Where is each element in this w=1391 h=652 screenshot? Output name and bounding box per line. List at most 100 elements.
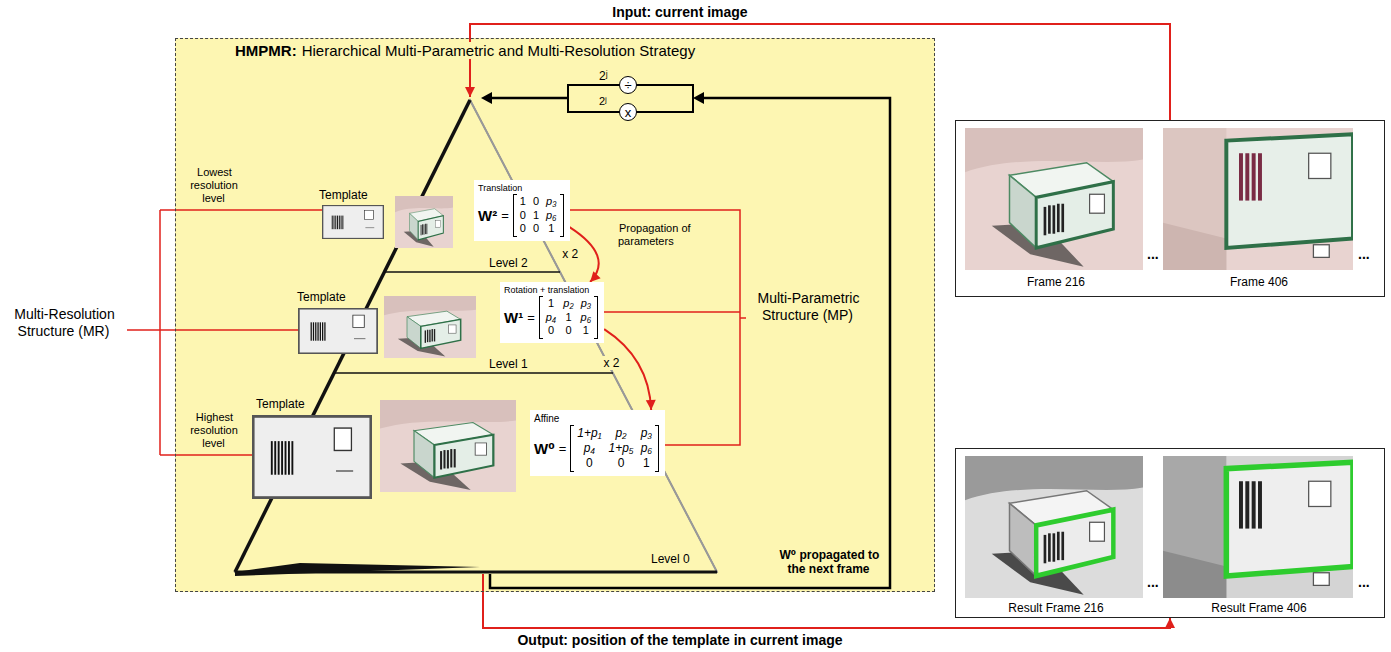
matrix-bracket bbox=[513, 194, 517, 237]
loop-note: W⁰ propagated to the next frame bbox=[779, 548, 880, 576]
mr-bracket bbox=[127, 210, 322, 455]
panel-fill bbox=[955, 120, 1385, 297]
scale-label: x 2 bbox=[602, 356, 620, 370]
level-label: Level 2 bbox=[488, 256, 529, 270]
structure-label: Multi-Parametric Structure (MP) bbox=[757, 290, 860, 323]
matrix-bracket bbox=[655, 425, 659, 472]
level-images bbox=[253, 416, 370, 497]
matrix-row: W² = 10p₃01p₆001 bbox=[478, 194, 564, 237]
matrix-cell: 0 bbox=[533, 222, 539, 236]
matrix-cell: p₂ bbox=[563, 297, 573, 311]
matrix: 1+p₁p₂p₃p₄1+p₅p₆001 bbox=[570, 425, 659, 472]
pyramid bbox=[470, 100, 717, 572]
template-label: Template bbox=[318, 188, 369, 202]
image-panel: Frame 216...Frame 406... bbox=[955, 120, 1385, 297]
matrix-cell: 0 bbox=[608, 456, 633, 471]
image-panel: Result Frame 216...Result Frame 406... bbox=[955, 448, 1385, 618]
connector bbox=[483, 574, 1175, 628]
panel-fill bbox=[955, 448, 1385, 618]
equals-sign: = bbox=[501, 208, 509, 223]
matrix-cell: 1+p₁ bbox=[577, 426, 601, 441]
matrix: 10p₃01p₆001 bbox=[513, 194, 564, 237]
connector-line bbox=[470, 24, 1170, 120]
arrowhead bbox=[646, 400, 656, 410]
level-label: Level 0 bbox=[650, 552, 691, 566]
pyramid bbox=[384, 271, 560, 273]
frame-caption: Result Frame 406 bbox=[1159, 601, 1359, 615]
matrix-box: AffineW⁰=1+p₁p₂p₃p₄1+p₅p₆001 bbox=[530, 410, 665, 476]
matrix-cell: 0 bbox=[577, 456, 601, 471]
connector-line bbox=[483, 574, 1170, 628]
level-label: Level 1 bbox=[488, 357, 529, 371]
scale-label: x 2 bbox=[602, 356, 620, 370]
level-images bbox=[323, 206, 384, 239]
matrix-row: W⁰=1+p₁p₂p₃p₄1+p₅p₆001 bbox=[534, 425, 659, 472]
matrix-cell: p₆ bbox=[581, 311, 592, 325]
feedback-loop bbox=[481, 85, 890, 588]
matrix-cell: 1+p₅ bbox=[608, 441, 633, 456]
matrix-cell: p₄ bbox=[546, 311, 557, 325]
scale-factor: 2ʲ bbox=[598, 69, 609, 83]
matrix-cell: p₆ bbox=[641, 441, 653, 456]
warp-symbol: W¹ bbox=[504, 309, 523, 326]
annotation: Propagation of parameters bbox=[618, 222, 696, 248]
operator-circle: x bbox=[619, 103, 637, 121]
level-note: Highest resolution level bbox=[180, 411, 248, 451]
level-images bbox=[384, 296, 476, 358]
equals-sign: = bbox=[559, 441, 567, 456]
level-images bbox=[299, 309, 377, 353]
level-label: Level 1 bbox=[488, 357, 529, 371]
loop-note: W⁰ propagated to the next frame bbox=[775, 548, 883, 577]
template-label: Template bbox=[318, 188, 369, 202]
template-label: Template bbox=[296, 290, 347, 304]
scale-factor: 2ʲ bbox=[598, 95, 608, 107]
template-label: Template bbox=[255, 397, 306, 411]
matrix-grid: 1+p₁p₂p₃p₄1+p₅p₆001 bbox=[574, 425, 655, 472]
mp-bracket bbox=[740, 317, 746, 319]
equals-sign: = bbox=[527, 310, 535, 325]
region-title-text: HMPMR: bbox=[235, 42, 297, 59]
arrowhead bbox=[590, 271, 600, 282]
matrix-cell: 0 bbox=[546, 324, 557, 338]
scale-label: x 2 bbox=[561, 247, 579, 261]
structure-label: Multi-Parametric Structure (MP) bbox=[748, 290, 868, 324]
operator-symbol: ÷ bbox=[624, 79, 631, 92]
warp-symbol: W² bbox=[478, 207, 497, 224]
annotation: Propagation of parameters bbox=[618, 222, 691, 247]
matrix-cell: 0 bbox=[520, 222, 526, 236]
matrix-cell: p₃ bbox=[581, 297, 592, 311]
frame-images bbox=[965, 128, 1353, 598]
arrowhead bbox=[1165, 618, 1175, 628]
matrix-bracket bbox=[594, 296, 598, 339]
matrix-name: Rotation + translation bbox=[504, 285, 598, 296]
matrix-cell: 0 bbox=[520, 209, 526, 223]
scale-label: x 2 bbox=[561, 247, 579, 261]
level-images bbox=[380, 400, 516, 492]
region-fill bbox=[175, 38, 935, 592]
ellipsis: ... bbox=[1358, 574, 1370, 591]
template-label: Template bbox=[255, 397, 306, 411]
matrix-cell: p₄ bbox=[577, 441, 601, 456]
ellipsis: ... bbox=[1147, 574, 1159, 591]
frame-images bbox=[1163, 128, 1353, 270]
mr-bracket bbox=[160, 454, 252, 456]
matrix-cell: p₃ bbox=[641, 426, 653, 441]
feedback-loop bbox=[491, 97, 568, 100]
ellipsis: ... bbox=[1358, 246, 1370, 263]
matrix-cell: 1 bbox=[641, 456, 653, 471]
arrowhead bbox=[465, 87, 475, 97]
region-title-text: Hierarchical Multi-Parametric and Multi-… bbox=[302, 42, 695, 59]
matrix-grid: 1p₂p₃p₄1p₆001 bbox=[543, 296, 594, 339]
level-note: Lowest resolution level bbox=[180, 166, 248, 206]
frame-caption: Frame 216 bbox=[956, 275, 1156, 289]
level-note: Highest resolution level bbox=[190, 411, 238, 449]
io-label: Input: current image bbox=[380, 4, 980, 21]
io-label: Input: current image bbox=[611, 4, 748, 20]
scale-factor: 2ʲ bbox=[598, 69, 609, 83]
pyramid bbox=[235, 100, 717, 572]
feedback-loop bbox=[481, 92, 492, 104]
